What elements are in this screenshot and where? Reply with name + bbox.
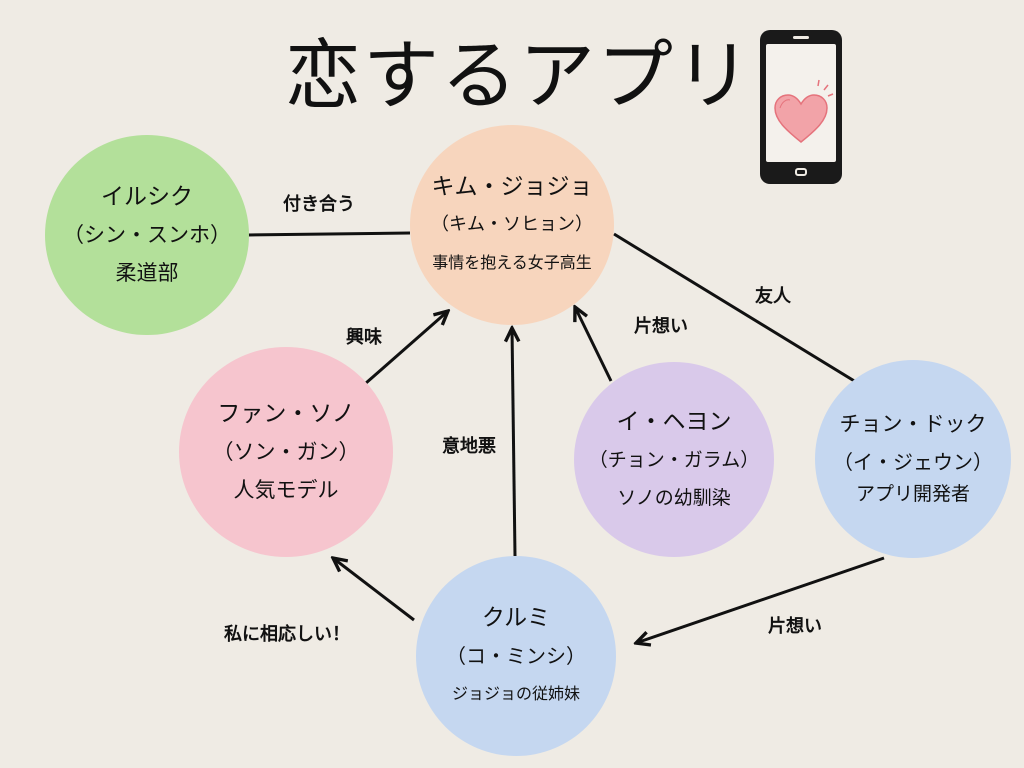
edge-lee-kim [575, 307, 613, 382]
edge-kurumi-fan [333, 558, 415, 622]
node-kim-actor: （キム・ソヒョン） [431, 214, 593, 235]
node-kurumi-name: クルミ [481, 605, 551, 631]
node-ilsik-name: イルシク [101, 184, 193, 210]
edge-chon-kurumi [636, 556, 885, 643]
edge-ilsik-kim [247, 231, 411, 237]
smartphone-icon [760, 30, 842, 184]
phone-speaker [793, 36, 809, 39]
node-fan-role: 人気モデル [233, 478, 339, 502]
node-kurumi: クルミ （コ・ミンシ） ジョジョの従姉妹 [416, 556, 616, 756]
edge-label-fan-kim: 興味 [346, 327, 382, 348]
node-ilsik-role: 柔道部 [115, 261, 179, 285]
node-kim: キム・ジョジョ （キム・ソヒョン） 事情を抱える女子高生 [410, 125, 614, 325]
phone-screen [766, 44, 836, 162]
node-lee-name: イ・ヘヨン [616, 408, 732, 435]
node-kurumi-role: ジョジョの従姉妹 [451, 684, 580, 703]
edge-label-lee-kim: 片想い [634, 316, 688, 337]
node-chon-name: チョン・ドック [839, 412, 987, 436]
node-chon: チョン・ドック （イ・ジェウン） アプリ開発者 [815, 360, 1011, 558]
heart-icon [774, 79, 834, 143]
edge-kurumi-kim [512, 328, 515, 557]
node-fan: ファン・ソノ （ソン・ガン） 人気モデル [179, 347, 393, 557]
node-fan-name: ファン・ソノ [217, 401, 355, 427]
node-fan-actor: （ソン・ガン） [212, 440, 360, 464]
edge-fan-kim [365, 311, 448, 385]
node-ilsik: イルシク （シン・スンホ） 柔道部 [45, 135, 249, 335]
node-lee: イ・ヘヨン （チョン・ガラム） ソノの幼馴染 [574, 362, 774, 557]
edge-label-kurumi-kim: 意地悪 [442, 436, 496, 457]
node-kurumi-actor: （コ・ミンシ） [446, 644, 586, 668]
edge-label-chon-kurumi: 片想い [768, 616, 822, 637]
node-kim-name: キム・ジョジョ [431, 174, 593, 200]
edge-label-kurumi-fan: 私に相応しい！ [224, 624, 350, 645]
phone-home-button [795, 168, 807, 176]
node-chon-actor: （イ・ジェウン） [833, 450, 993, 474]
edge-label-ilsik-kim: 付き合う [283, 194, 355, 215]
edge-kim-chon [613, 232, 857, 384]
node-chon-role: アプリ開発者 [855, 483, 970, 505]
node-kim-role: 事情を抱える女子高生 [432, 253, 592, 272]
page-title: 恋するアプリ [285, 31, 753, 120]
node-ilsik-actor: （シン・スンホ） [63, 223, 231, 247]
node-lee-actor: （チョン・ガラム） [588, 448, 760, 471]
edge-label-kim-chon: 友人 [755, 286, 791, 307]
node-lee-role: ソノの幼馴染 [617, 486, 731, 509]
